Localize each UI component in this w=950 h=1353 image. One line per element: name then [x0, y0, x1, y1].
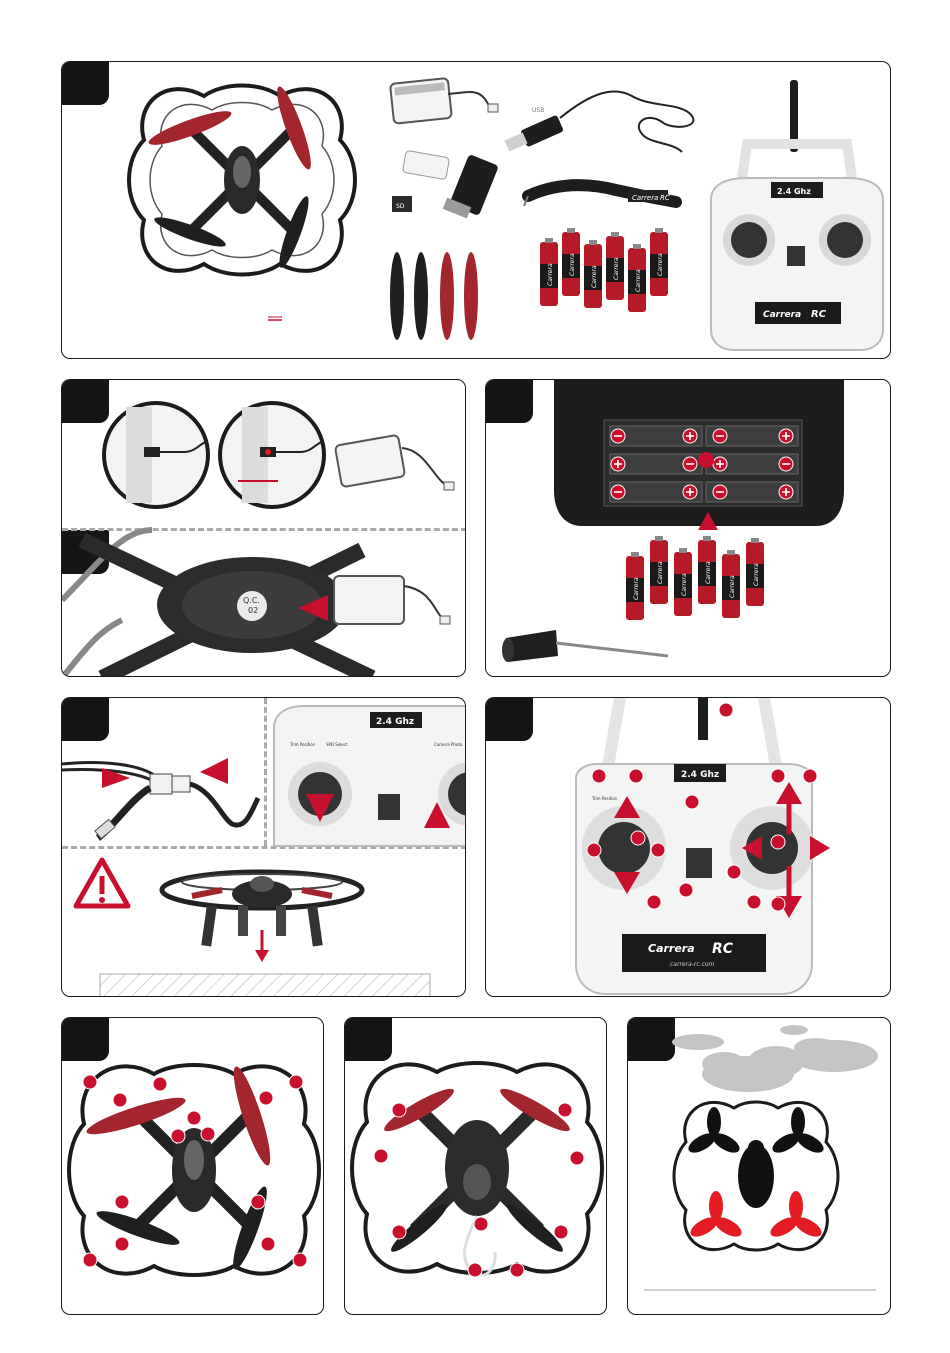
aa-batteries: CarreraCarreraCarreraCarreraCarreraCarre… [626, 536, 764, 620]
sd-card-reader: SD [392, 150, 499, 218]
charge-install-illustration: Q.C. 02 [62, 380, 466, 677]
svg-text:Carrera: Carrera [613, 257, 620, 280]
aa-battery: Carrera [628, 244, 646, 312]
battery-compartment-illustration: CarreraCarreraCarreraCarreraCarreraCarre… [486, 380, 891, 677]
remote-brand-rc: RC [811, 309, 827, 320]
strap-brand-rc: RC [660, 194, 670, 202]
qc-number: 02 [248, 606, 258, 615]
aa-battery: Carrera [606, 232, 624, 300]
aa-battery: Carrera [650, 228, 668, 296]
remote-brand: Carrera [763, 310, 801, 320]
aa-battery: Carrera [562, 228, 580, 296]
right-label: Camera Photo [434, 742, 463, 747]
drone-side-view [162, 872, 362, 962]
svg-text:Carrera: Carrera [729, 575, 736, 598]
lanyard: Carrera RC [524, 185, 676, 206]
svg-text:Carrera: Carrera [633, 577, 640, 600]
svg-text:Carrera: Carrera [657, 561, 664, 584]
transmitter-partial: 2.4 Ghz Trim Position SPD Select Camera … [274, 706, 466, 846]
drone-orientation-icon [674, 1102, 838, 1250]
aa-battery: Carrera [626, 552, 644, 620]
lipo-battery [390, 78, 498, 124]
aa-battery: Carrera [650, 536, 668, 604]
remote-band: 2.4 Ghz [376, 717, 414, 727]
battery-connector [62, 758, 258, 839]
drone-top-illustration [62, 1018, 324, 1315]
mid-label: SPD Select [326, 742, 348, 747]
drone-top-view [129, 84, 355, 320]
panel-controller: 2.4 Ghz Trim Position Carrera RC carrera… [485, 697, 891, 997]
lipo-battery [335, 435, 454, 490]
remote-band: 2.4 Ghz [777, 187, 811, 196]
spare-propellers [390, 252, 478, 340]
svg-text:Carrera: Carrera [547, 263, 554, 286]
svg-text:Carrera: Carrera [591, 265, 598, 288]
orientation-illustration [628, 1018, 891, 1315]
panel-connect-arm: 2.4 Ghz Trim Position SPD Select Camera … [61, 697, 466, 997]
brand: Carrera [648, 942, 695, 955]
connect-arm-illustration: 2.4 Ghz Trim Position SPD Select Camera … [62, 698, 466, 997]
controller-illustration: 2.4 Ghz Trim Position Carrera RC carrera… [486, 698, 891, 997]
aa-battery: Carrera [584, 240, 602, 308]
drone-bottom-illustration [345, 1018, 607, 1315]
svg-text:Carrera: Carrera [705, 561, 712, 584]
url: carrera-rc.com [670, 961, 715, 968]
charger-label: USB [532, 107, 544, 114]
panel-drone-bottom [344, 1017, 607, 1315]
svg-text:Carrera: Carrera [681, 573, 688, 596]
transmitter: 2.4 Ghz Carrera RC [711, 80, 883, 350]
svg-text:Carrera: Carrera [569, 253, 576, 276]
left-label: Trim Position [289, 742, 316, 747]
usb-charger: USB [504, 91, 693, 152]
aa-battery: Carrera [674, 548, 692, 616]
aa-battery: Carrera [698, 536, 716, 604]
aa-battery: Carrera [722, 550, 740, 618]
svg-text:Carrera: Carrera [657, 253, 664, 276]
screwdriver [502, 630, 668, 662]
panel-drone-top [61, 1017, 324, 1315]
charge-indicator-off [104, 403, 208, 507]
svg-text:Carrera: Carrera [753, 563, 760, 586]
qc-label: Q.C. [243, 596, 260, 605]
svg-text:Carrera: Carrera [635, 269, 642, 292]
clouds [672, 1025, 878, 1092]
warning-icon [76, 860, 128, 906]
charge-indicator-on [220, 403, 324, 507]
panel-orientation [627, 1017, 891, 1315]
landing-surface [100, 974, 430, 997]
strap-brand: Carrera [632, 194, 658, 202]
panel-charge-install: Q.C. 02 [61, 379, 466, 677]
aa-battery: Carrera [540, 238, 558, 306]
left-label: Trim Position [591, 796, 618, 801]
remote-band: 2.4 Ghz [681, 770, 719, 780]
sd-label: SD [396, 203, 405, 210]
brand-rc: RC [712, 941, 734, 957]
aa-battery: Carrera [746, 538, 764, 606]
drone-battery-bay: Q.C. 02 [62, 530, 450, 677]
